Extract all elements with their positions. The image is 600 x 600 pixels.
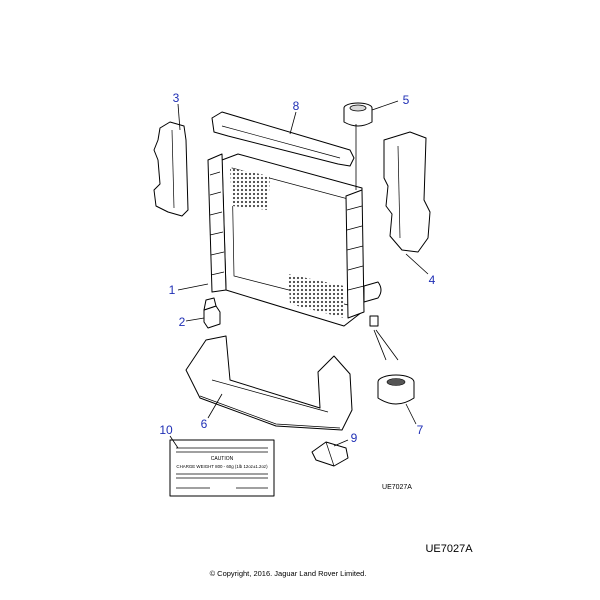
part-2-drain-plug bbox=[203, 297, 221, 329]
callout-4: 4 bbox=[429, 273, 436, 287]
callout-9: 9 bbox=[351, 431, 358, 445]
part-10-caution-label: CAUTION CHARGE WEIGHT 800 - 60g (1lb 12o… bbox=[169, 439, 275, 497]
leader-lines bbox=[169, 100, 429, 449]
callout-8: 8 bbox=[293, 99, 300, 113]
part-3-left-side-cowl bbox=[153, 121, 189, 217]
callout-10: 10 bbox=[159, 423, 173, 437]
label-charge-weight: CHARGE WEIGHT 800 - 60g (1lb 12oz±1.2oz) bbox=[176, 464, 268, 469]
copyright-notice: © Copyright, 2016. Jaguar Land Rover Lim… bbox=[210, 569, 367, 578]
part-7-mounting-bush-bottom bbox=[377, 374, 415, 405]
callout-5: 5 bbox=[403, 93, 410, 107]
part-9-clip bbox=[311, 441, 349, 467]
callout-2: 2 bbox=[179, 315, 186, 329]
part-6-lower-cowl bbox=[185, 335, 353, 431]
label-heading: CAUTION bbox=[211, 456, 234, 462]
diagram-reference-bottom: UE7027A bbox=[425, 543, 473, 555]
callout-7: 7 bbox=[417, 423, 424, 437]
part-8-top-seal bbox=[211, 111, 355, 167]
callout-6: 6 bbox=[201, 417, 208, 431]
callout-1: 1 bbox=[169, 283, 176, 297]
diagram-reference-inner: UE7027A bbox=[382, 484, 412, 491]
callout-3: 3 bbox=[173, 91, 180, 105]
part-5-mounting-bush-top bbox=[343, 102, 373, 127]
part-1-radiator bbox=[207, 153, 382, 327]
part-4-right-side-cowl bbox=[383, 131, 431, 253]
